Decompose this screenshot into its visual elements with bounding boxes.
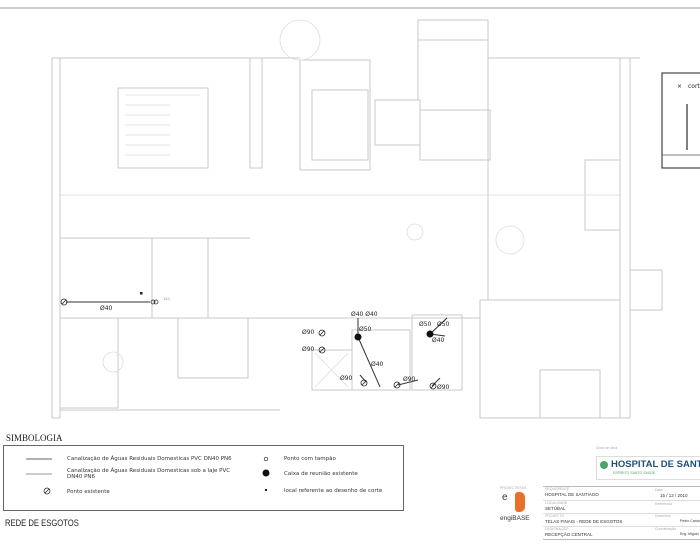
row-value: HOSPITAL DE SANTIAGO <box>545 492 599 497</box>
legend-label: Ponto existente <box>67 489 110 495</box>
row-label: Coordenação <box>655 527 677 531</box>
pipe-diameter-label: Ø40 <box>432 337 445 344</box>
existing-point-icon <box>60 298 437 390</box>
legend-label: Canalização de Águas Residuais Domestica… <box>67 456 232 462</box>
hospital-logo-subtext: ESPÍRITO SANTO SAÚDE <box>613 471 656 475</box>
pipe-diameter-label: Ø50 <box>359 326 372 333</box>
engibase-logo: e engiBASE <box>500 492 530 522</box>
row-label: PROJECTO <box>545 514 564 518</box>
section-marker-icon <box>265 489 267 491</box>
plugged-point-icon <box>263 456 269 462</box>
row-value: Pedro Cardo <box>680 519 700 523</box>
row-label: Referência <box>655 502 672 506</box>
dimension-label: 120 <box>163 297 170 301</box>
row-value: 15 / 12 / 2010 <box>660 493 688 498</box>
legend-label: Caixa de reunião existente <box>284 471 358 477</box>
owner-label: Dono de obra <box>596 446 618 450</box>
legend-title: SIMBOLOGIA <box>6 433 63 443</box>
legend-label: Ponto com tampão <box>284 456 336 462</box>
pipe-diameter-label: Ø50 <box>419 321 432 328</box>
row-value: SETÚBAL <box>545 506 566 511</box>
pipe-diameter-label: Ø50 <box>437 321 450 328</box>
title-block-border <box>543 486 700 487</box>
junction-box-icon <box>426 330 434 338</box>
walls <box>51 19 663 419</box>
pipe-diameter-label: Ø40 Ø40 <box>351 311 378 318</box>
pipe-diameter-label: Ø40 <box>371 361 384 368</box>
pipe-diameter-label: Ø90 <box>340 375 353 382</box>
row-value: TELAS FINAIS - REDE DE ESGOTOS <box>545 519 623 524</box>
existing-point-icon <box>43 487 51 495</box>
hospital-logo: HOSPITAL DE SANTIAGO ESPÍRITO SANTO SAÚD… <box>596 456 700 480</box>
pipe-diameter-label: Ø90 <box>302 346 315 353</box>
section-detail-box <box>661 72 700 169</box>
pipe-diameter-label: Ø90 <box>403 376 416 383</box>
row-label: Data <box>655 488 663 492</box>
section-marker-icon: × <box>677 83 682 90</box>
junction-box-icon <box>354 333 362 341</box>
legend-label: Canalização de Águas Residuais Domestica… <box>67 468 231 480</box>
section-box-label: corte <box>688 83 700 90</box>
designers-label: PROJECTISTAS <box>500 486 527 490</box>
plugged-point-icon <box>150 299 159 305</box>
row-value: Eng. Miguel <box>680 532 699 536</box>
row-value: RECEPÇÃO CENTRAL <box>545 532 593 537</box>
row-label: REQUERENTE <box>545 487 570 491</box>
pipe-diameter-label: Ø90 <box>437 384 450 391</box>
pipe-diameter-label: Ø40 <box>100 305 113 312</box>
legend-box <box>3 445 404 511</box>
hospital-logo-text: HOSPITAL DE SANTIAGO <box>611 459 700 470</box>
row-label: Desenhou <box>655 514 671 518</box>
drawing-title: REDE DE ESGOTOS <box>5 518 79 528</box>
pipe-diameter-label: Ø90 <box>302 329 315 336</box>
row-label: DESIGNAÇÃO <box>545 527 569 531</box>
legend-label: local referente ao desenho de corte <box>284 488 383 494</box>
engibase-logo-text: engiBASE <box>500 515 530 522</box>
junction-box-icon <box>262 469 270 477</box>
row-label: LOCALIDADE <box>545 501 568 505</box>
pipes <box>66 301 448 388</box>
section-marker-icon <box>140 292 143 295</box>
